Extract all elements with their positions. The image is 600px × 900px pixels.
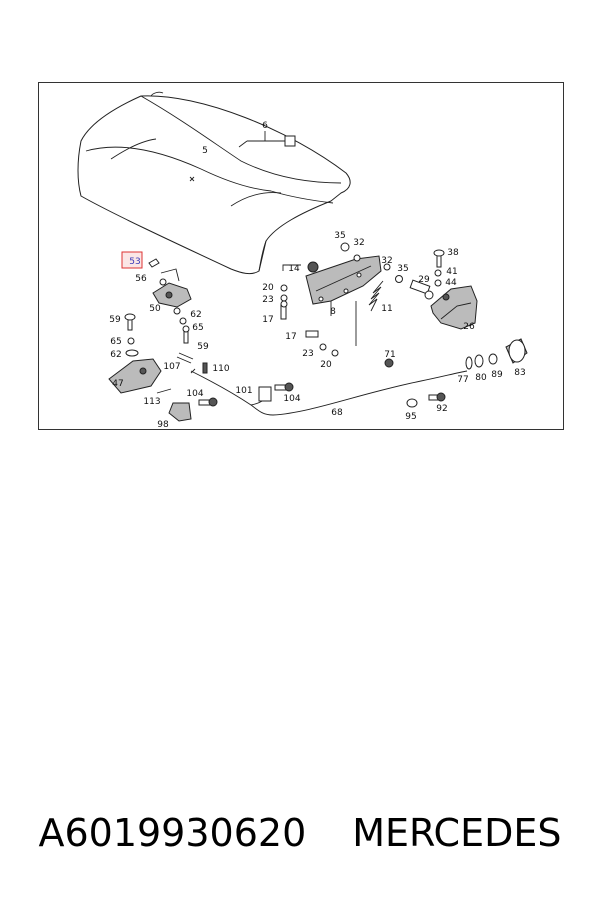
label-32: 32 (353, 238, 364, 248)
label-47: 47 (112, 379, 123, 389)
parts-diagram: 6 5 35 32 38 14 32 41 35 29 44 20 23 8 1… (77, 91, 528, 430)
label-35: 35 (397, 264, 408, 274)
label-65: 65 (110, 337, 121, 347)
label-41: 41 (446, 267, 457, 277)
label-77: 77 (457, 375, 468, 385)
label-101: 101 (235, 386, 252, 396)
label-38: 38 (447, 248, 459, 258)
label-17: 17 (285, 332, 296, 342)
label-8: 8 (330, 307, 336, 317)
label-20: 20 (262, 283, 274, 293)
label-83: 83 (514, 368, 525, 378)
label-65: 65 (192, 323, 203, 333)
release-cable (190, 370, 468, 416)
label-80: 80 (475, 373, 487, 383)
label-53: 53 (129, 257, 140, 267)
label-92: 92 (436, 404, 447, 414)
latch-assembly (152, 268, 192, 344)
label-107: 107 (163, 362, 180, 372)
label-50: 50 (149, 304, 161, 314)
label-104: 104 (283, 394, 300, 404)
trunk-lock (430, 285, 478, 330)
part-53 (148, 258, 160, 268)
label-26: 26 (463, 322, 475, 332)
label-98: 98 (157, 420, 169, 430)
hinge-assembly (282, 242, 403, 346)
label-23: 23 (262, 295, 273, 305)
label-6: 6 (262, 121, 268, 131)
release-handle-parts (384, 338, 528, 370)
label-62: 62 (190, 310, 201, 320)
label-44: 44 (445, 278, 457, 288)
cable-clip (176, 352, 208, 374)
highlight-box-53 (121, 251, 143, 269)
label-11: 11 (381, 304, 392, 314)
label-71: 71 (384, 350, 395, 360)
trunk-lid (77, 91, 351, 275)
seal-connector (238, 131, 296, 148)
label-104: 104 (186, 389, 203, 399)
label-62: 62 (110, 350, 121, 360)
brand-name: MERCEDES (352, 811, 562, 855)
label-35: 35 (334, 231, 345, 241)
spring (368, 280, 384, 312)
left-fasteners (124, 313, 139, 357)
label-32: 32 (381, 256, 392, 266)
label-95: 95 (405, 412, 416, 422)
label-5: 5 (202, 146, 208, 156)
label-17: 17 (262, 315, 273, 325)
bracket (108, 358, 162, 394)
label-20: 20 (320, 360, 332, 370)
label-59: 59 (197, 342, 209, 352)
label-23: 23 (302, 349, 313, 359)
part-number: A6019930620 (38, 811, 307, 855)
label-56: 56 (135, 274, 147, 284)
hinge-fasteners (280, 284, 339, 357)
label-110: 110 (212, 364, 229, 374)
parts-diagram-frame: 6 5 35 32 38 14 32 41 35 29 44 20 23 8 1… (38, 82, 564, 430)
label-89: 89 (491, 370, 503, 380)
part-caption: A6019930620 MERCEDES (0, 798, 600, 868)
lock-fasteners (409, 249, 445, 300)
label-68: 68 (331, 408, 343, 418)
label-29: 29 (418, 275, 430, 285)
lower-right-fasteners (406, 392, 446, 408)
label-14: 14 (288, 264, 300, 274)
label-59: 59 (109, 315, 121, 325)
label-113: 113 (143, 397, 160, 407)
lower-left-parts (156, 388, 218, 422)
